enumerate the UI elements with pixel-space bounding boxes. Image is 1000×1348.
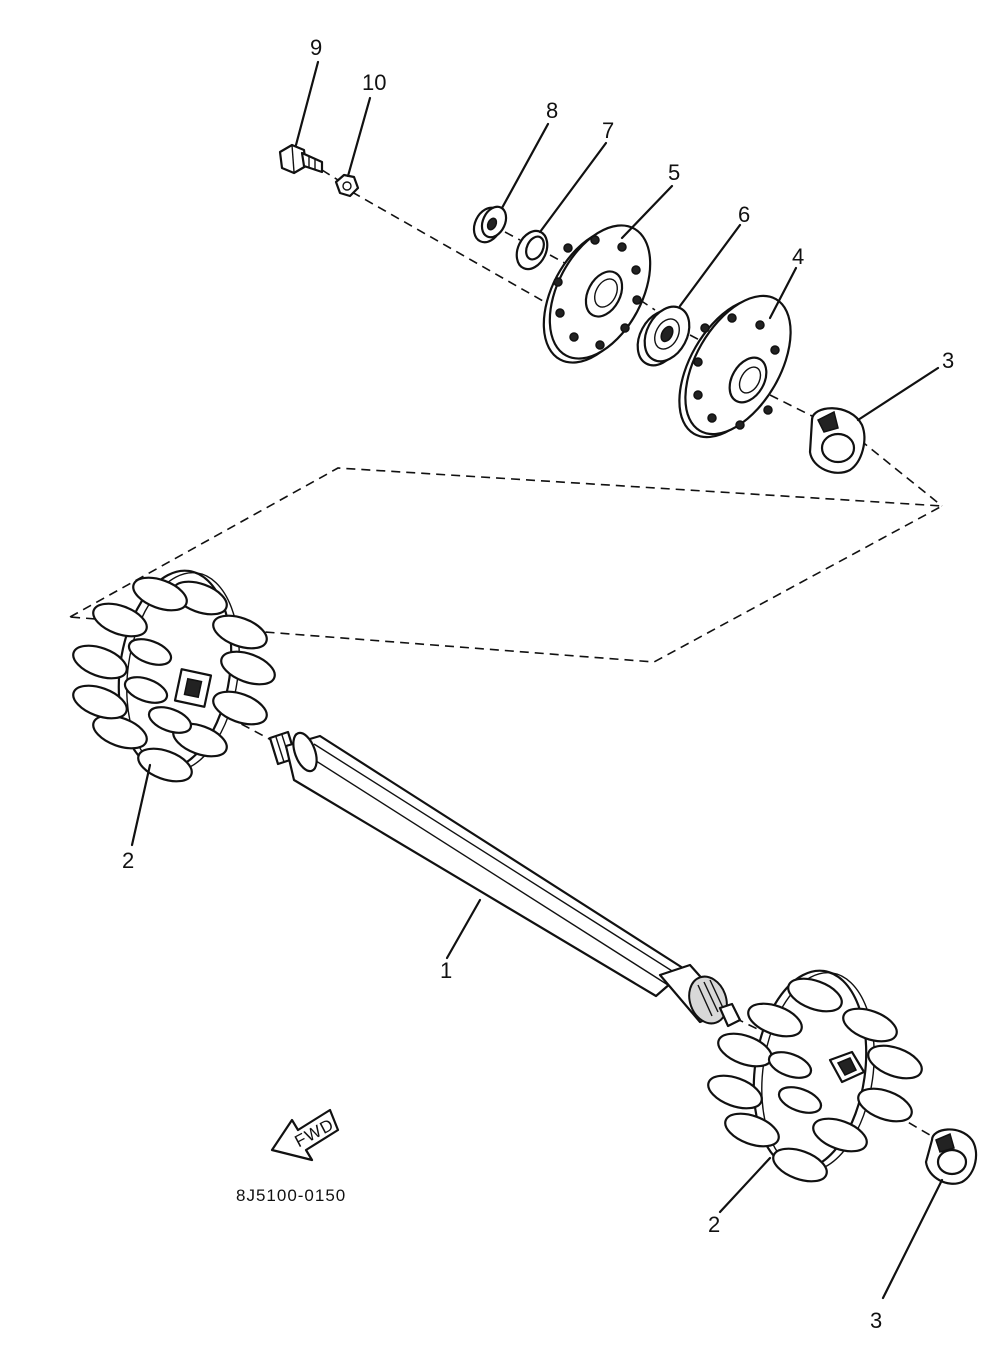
callout-6: 6 <box>738 202 750 227</box>
fwd-arrow-icon: FWD <box>270 1108 340 1162</box>
callout-8: 8 <box>546 98 558 123</box>
callout-4: 4 <box>792 244 804 269</box>
clamp-part-3-top <box>808 407 866 474</box>
callout-2-left: 2 <box>122 848 134 873</box>
callout-5: 5 <box>668 160 680 185</box>
figure-code: 8J5100-0150 <box>236 1186 346 1205</box>
sprocket-part-2-left <box>72 569 276 783</box>
callout-3-bottom: 3 <box>870 1308 882 1333</box>
callout-7: 7 <box>602 118 614 143</box>
locknut-part-8 <box>472 205 508 244</box>
leader-lines <box>130 60 944 1300</box>
callout-10: 10 <box>362 70 386 95</box>
callout-2-right: 2 <box>708 1212 720 1237</box>
sprocket-part-2-right <box>707 969 923 1183</box>
drive-shaft-part-1 <box>268 730 742 1028</box>
callout-1: 1 <box>440 958 452 983</box>
housing-plate-part-4 <box>678 294 792 439</box>
callout-9: 9 <box>310 35 322 60</box>
bearing-part-6 <box>636 305 691 367</box>
housing-plate-part-5 <box>542 224 652 364</box>
callout-3-top: 3 <box>942 348 954 373</box>
clamp-part-3-bottom <box>924 1128 978 1185</box>
nut-part-10 <box>334 173 360 198</box>
callouts: 9 10 8 7 5 6 4 3 2 1 2 3 <box>122 35 954 1333</box>
bolt-part-9 <box>278 143 324 175</box>
washer-part-7 <box>515 229 549 271</box>
